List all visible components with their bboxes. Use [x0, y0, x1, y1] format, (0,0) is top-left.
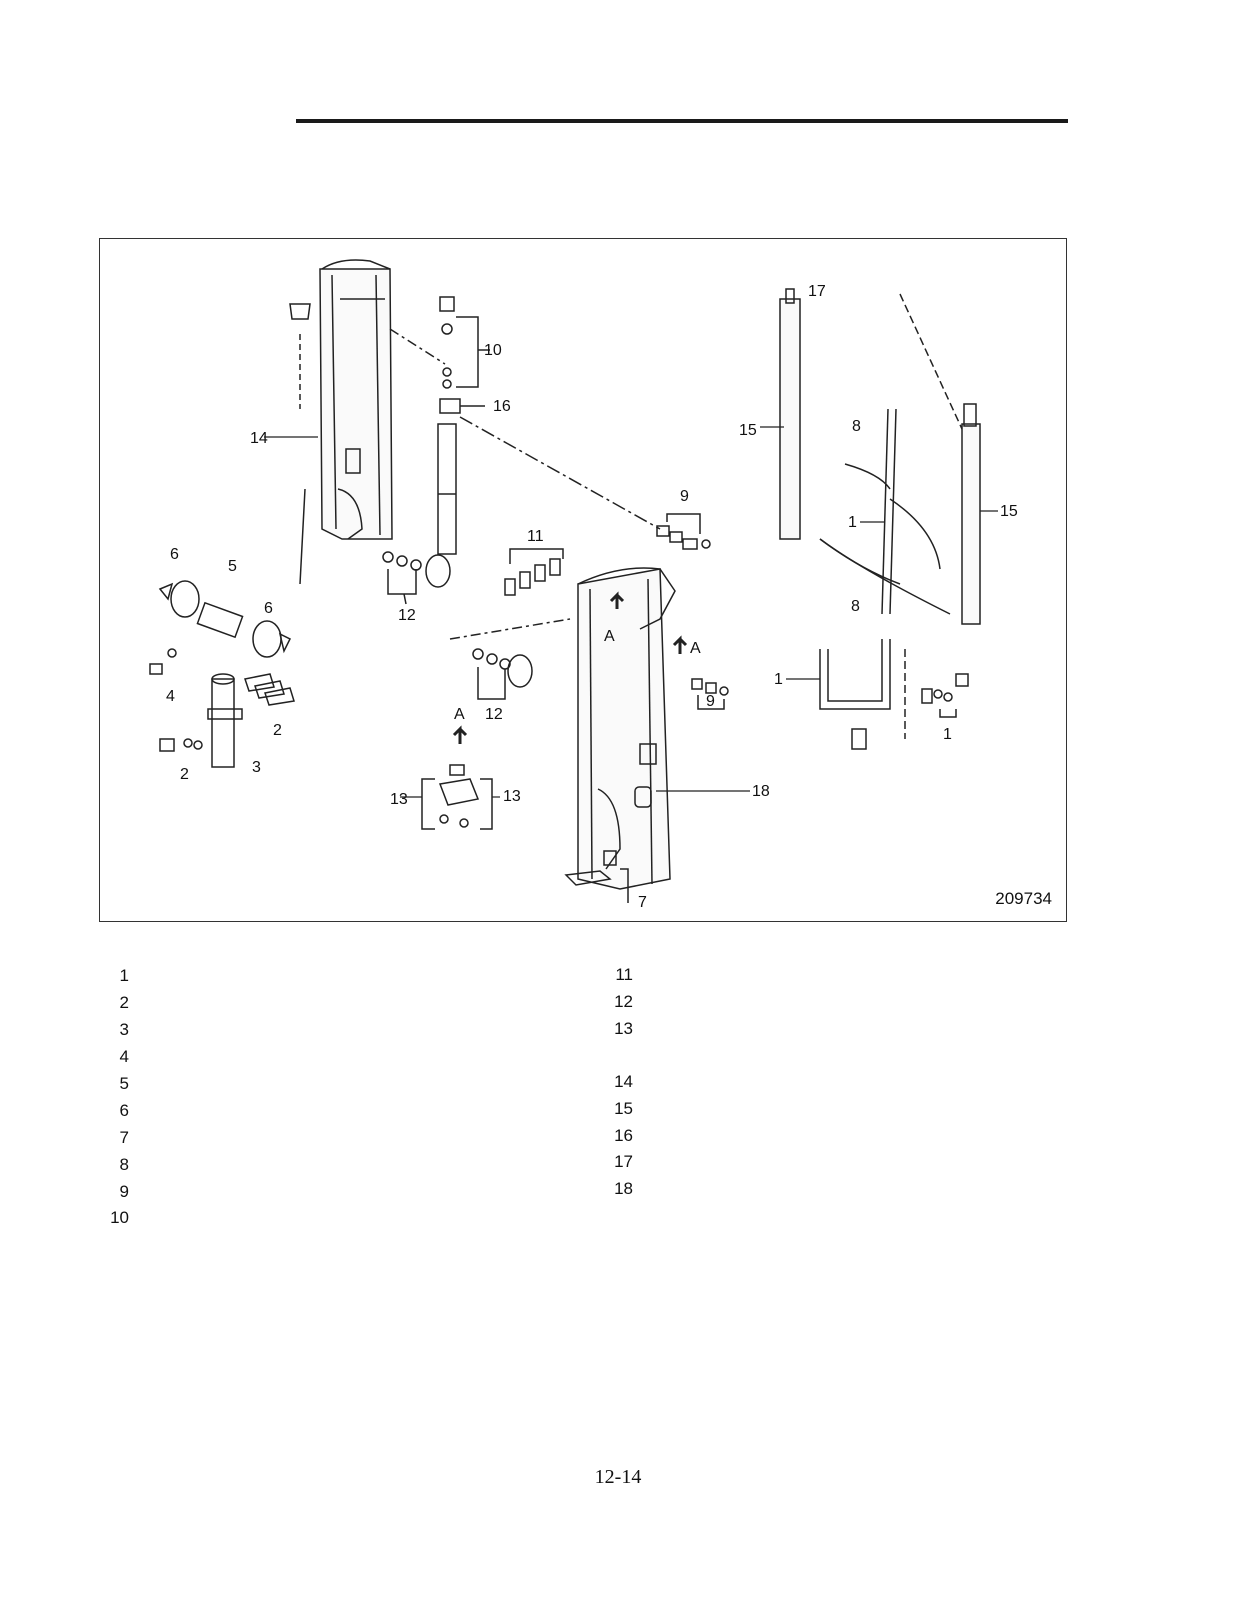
header-rule — [296, 119, 1068, 123]
callout-9: 9 — [680, 488, 689, 505]
callout-12: 12 — [485, 706, 503, 723]
legend-item: 2 — [119, 993, 129, 1012]
callout-A: A — [454, 706, 465, 723]
callout-12: 12 — [398, 607, 416, 624]
figure-number: 209734 — [995, 889, 1052, 908]
legend-item: 8 — [119, 1155, 129, 1174]
callout-8: 8 — [851, 598, 860, 615]
callout-1: 1 — [943, 726, 952, 743]
exploded-parts-diagram: 10 16 14 9 11 6 5 6 12 A A 4 2 A 12 2 3 … — [99, 238, 1067, 922]
legend-item: 4 — [119, 1047, 129, 1066]
callout-9: 9 — [706, 693, 715, 710]
callout-17: 17 — [808, 283, 826, 300]
callout-2: 2 — [180, 766, 189, 783]
callout-10: 10 — [484, 342, 502, 359]
legend-item: 3 — [119, 1020, 129, 1039]
legend-item: 17 — [614, 1152, 633, 1171]
legend-item: 16 — [614, 1126, 633, 1145]
legend-item: 18 — [614, 1179, 633, 1198]
callout-1: 1 — [774, 671, 783, 688]
legend-item: 6 — [119, 1101, 129, 1120]
legend-item: 11 — [615, 965, 633, 984]
callout-A: A — [690, 640, 701, 657]
legend-item: 12 — [614, 992, 633, 1011]
callout-4: 4 — [166, 688, 175, 705]
callout-A: A — [604, 628, 615, 645]
callout-6: 6 — [170, 546, 179, 563]
callout-3: 3 — [252, 759, 261, 776]
callout-18: 18 — [752, 783, 770, 800]
callout-8: 8 — [852, 418, 861, 435]
callout-16: 16 — [493, 398, 511, 415]
inner-mast-rail — [319, 259, 393, 540]
legend-item: 13 — [614, 1019, 633, 1038]
callout-5: 5 — [228, 558, 237, 575]
callout-13: 13 — [503, 788, 521, 805]
callout-7: 7 — [638, 894, 647, 911]
callout-11: 11 — [527, 528, 544, 545]
legend-item: 14 — [614, 1072, 633, 1091]
legend-item: 5 — [119, 1074, 129, 1093]
legend-item: 7 — [119, 1128, 129, 1147]
legend-item: 1 — [119, 966, 129, 985]
callout-2: 2 — [273, 722, 282, 739]
legend-item: 15 — [614, 1099, 633, 1118]
page-number: 12-14 — [594, 1466, 642, 1488]
legend-item: 9 — [119, 1182, 129, 1201]
callout-13: 13 — [390, 791, 408, 808]
callout-15: 15 — [1000, 503, 1018, 520]
callout-6: 6 — [264, 600, 273, 617]
callout-1: 1 — [848, 514, 857, 531]
callout-15: 15 — [739, 422, 757, 439]
legend-item: 10 — [110, 1208, 129, 1227]
callout-14: 14 — [250, 430, 268, 447]
outer-mast-rail — [577, 567, 676, 890]
